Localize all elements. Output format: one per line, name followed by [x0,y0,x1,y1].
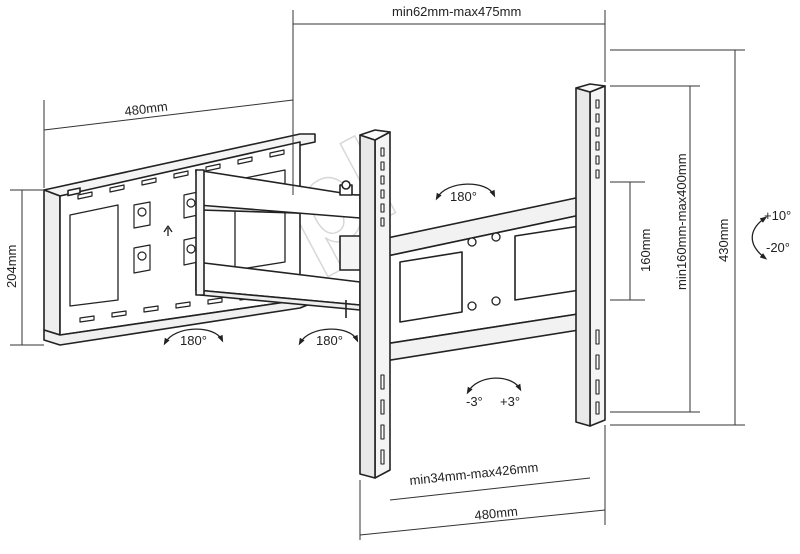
tilt-up-label: +10° [764,208,791,223]
head-swivel-label: 180° [450,189,477,204]
swivel-arrow-icon [435,183,496,201]
wall-swivel-label: 180° [180,333,207,348]
swivel-arrow-icon [298,328,359,346]
vesa-horizontal-label: min34mm-max426mm [409,460,539,488]
depth-range-label: min62mm-max475mm [392,4,521,19]
level-arrow-icon [466,377,522,395]
tv-bracket-height-label: 430mm [716,219,731,262]
level-left-label: -3° [466,394,483,409]
wall-plate [43,133,316,346]
arm-swivel-label: 180° [316,333,343,348]
tv-bracket [359,83,606,479]
wall-plate-width-label: 480mm [124,99,169,119]
vesa-vertical-min-label: 160mm [638,229,653,272]
tilt-down-label: -20° [766,240,790,255]
swivel-arrow-icon [163,328,224,346]
tv-bracket-width-label: 480mm [474,504,519,523]
wall-plate-height-label: 204mm [4,245,19,288]
tilt-arrow-icon [751,216,768,260]
dimension-lines [10,10,745,540]
level-right-label: +3° [500,394,520,409]
rotation-arrows [163,183,768,395]
vesa-vertical-range-label: min160mm-max400mm [674,153,689,290]
